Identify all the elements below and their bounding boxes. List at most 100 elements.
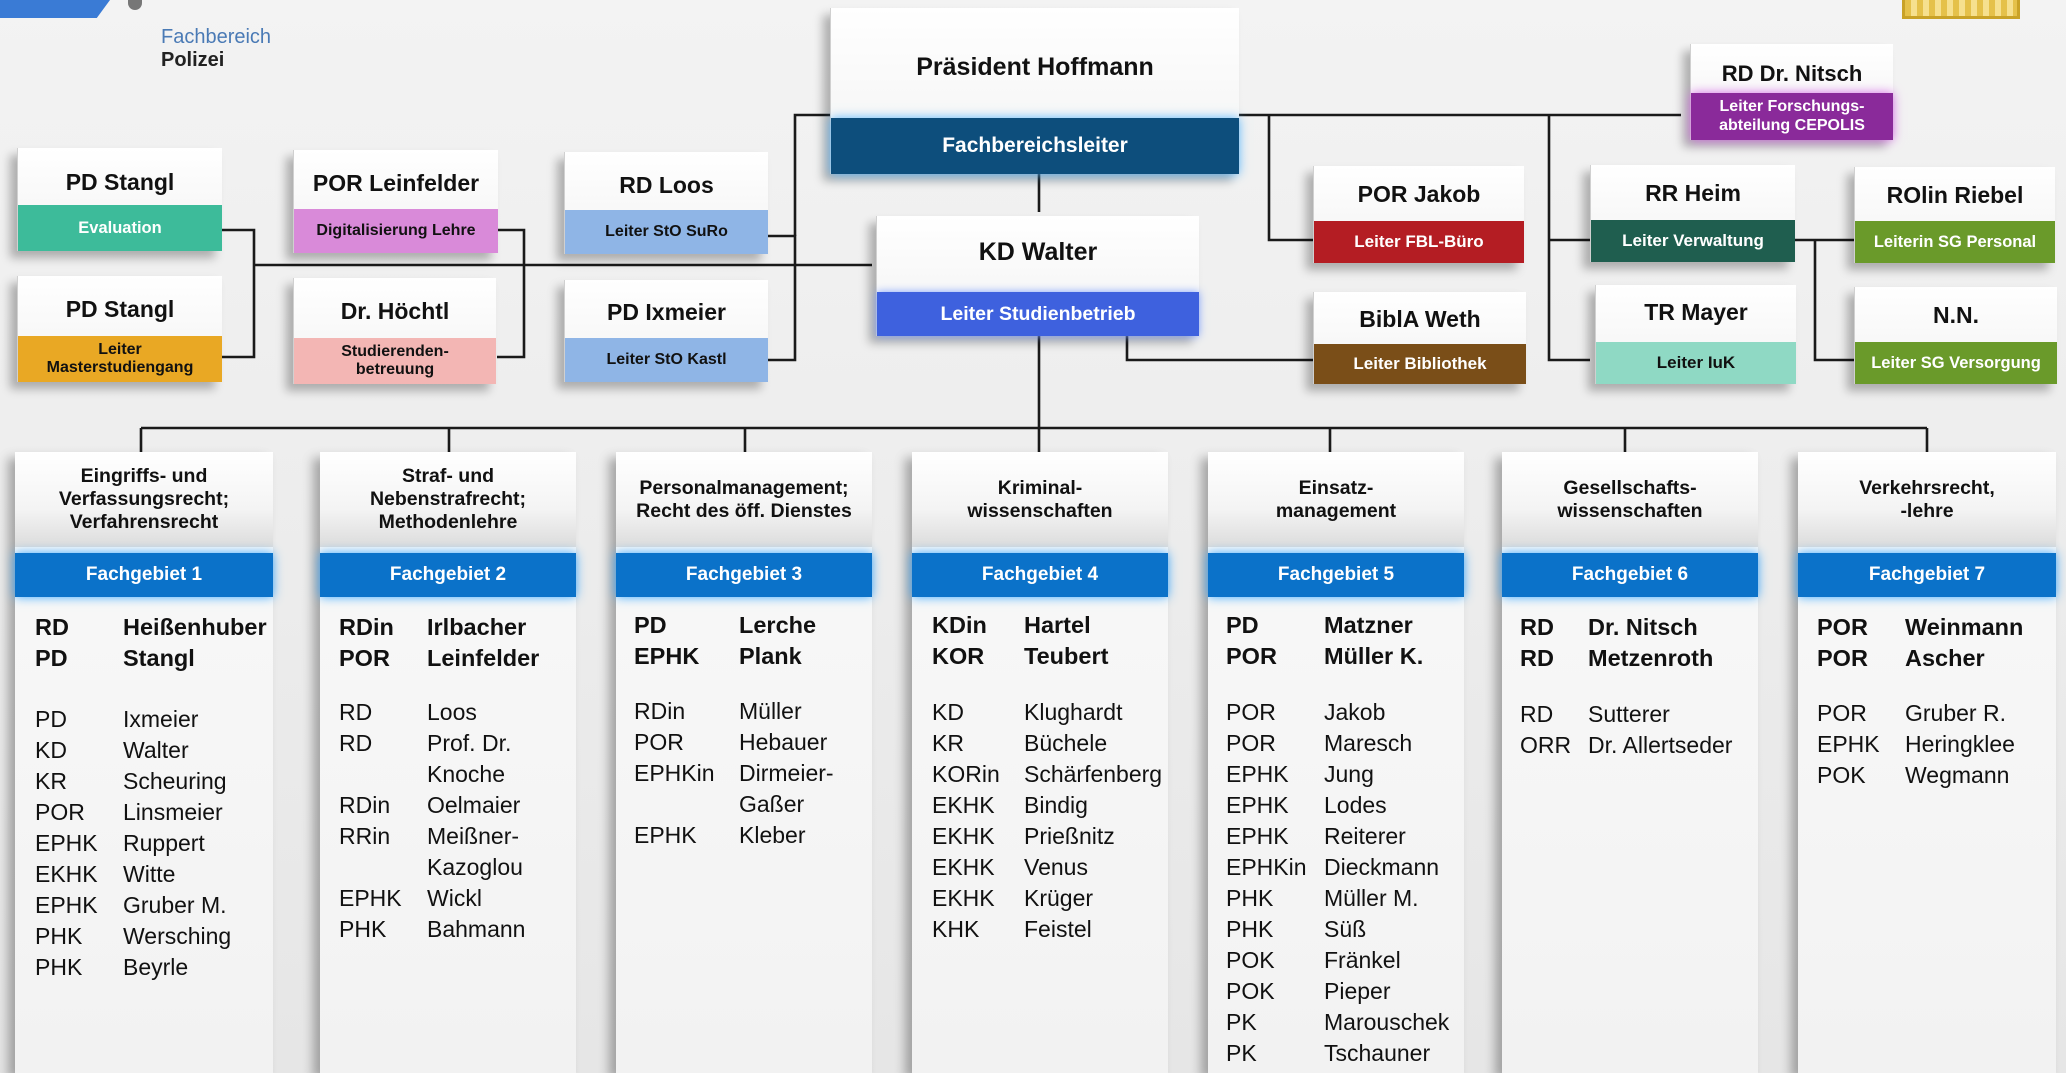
rank: EKHK xyxy=(932,854,995,880)
person-name: Lodes xyxy=(1324,792,1387,818)
person-name: Klughardt xyxy=(1024,699,1123,725)
rank: RD xyxy=(339,699,373,725)
studies-head-role-label: Leiter Studienbetrieb xyxy=(940,302,1136,325)
person-name: Witte xyxy=(123,861,176,887)
right-box-verwaltung-role-label: Leiter Verwaltung xyxy=(1622,231,1764,251)
person-name: Gruber M. xyxy=(123,892,227,918)
right-box-sg-personal-role: Leiterin SG Personal xyxy=(1855,221,2055,263)
person-name: Gruber R. xyxy=(1905,700,2006,726)
rank: KR xyxy=(35,768,67,794)
connector-left-bracket-b xyxy=(497,228,526,359)
right-box-sg-versorgung-role-label: Leiter SG Versorgung xyxy=(1871,353,2041,372)
rank: POK xyxy=(1817,762,1866,788)
fachgebiet-2-column: Straf- und Nebenstrafrecht; Methodenlehr… xyxy=(320,452,576,1073)
rank: ORR xyxy=(1520,732,1572,758)
left-box-4-role: Studierenden- betreuung xyxy=(294,338,496,384)
person-name: Tschauner xyxy=(1324,1040,1431,1066)
rank: POK xyxy=(1226,947,1275,973)
connector-sg-bracket xyxy=(1813,240,1854,362)
rank: POR xyxy=(339,645,390,671)
right-box-cepolis-role-label: Leiter Forschungs- abteilung CEPOLIS xyxy=(1719,98,1865,134)
crest-logo xyxy=(1902,0,2020,19)
rank: EKHK xyxy=(932,792,995,818)
person-name: Dirmeier- xyxy=(739,760,834,786)
right-box-sg-versorgung-role: Leiter SG Versorgung xyxy=(1855,342,2057,384)
person-name: Müller K. xyxy=(1324,643,1424,669)
rank: RRin xyxy=(339,823,391,849)
connector-to-weth xyxy=(1125,336,1313,362)
rank: RD xyxy=(35,614,69,640)
fachgebiet-4-label: Fachgebiet 4 xyxy=(912,553,1168,597)
person-name: Kleber xyxy=(739,822,806,848)
person-name: Prießnitz xyxy=(1024,823,1115,849)
fachgebiet-7-title: Verkehrsrecht, -lehre xyxy=(1798,452,2056,547)
fachgebiet-6-column: Gesellschafts- wissenschaften Fachgebiet… xyxy=(1502,452,1758,1073)
person-name: Hartel xyxy=(1024,612,1091,638)
connector-fg-drops xyxy=(139,428,1929,455)
right-box-sg-personal: ROlin Riebel Leiterin SG Personal xyxy=(1854,167,2055,263)
member-row: EPHKin Dirmeier- xyxy=(634,758,834,789)
person-name: Walter xyxy=(123,737,189,763)
rank: KHK xyxy=(932,916,980,942)
fachgebiet-4-title: Kriminal- wissenschaften xyxy=(912,452,1168,547)
left-box-1-role-label: Evaluation xyxy=(78,218,162,237)
rank: PHK xyxy=(35,923,83,949)
person-name: Krüger xyxy=(1024,885,1094,911)
rank: EKHK xyxy=(35,861,98,887)
left-box-6: PD Ixmeier Leiter StO Kastl xyxy=(564,280,768,382)
rank: POR xyxy=(1226,699,1276,725)
connector-right-vertical xyxy=(1547,115,1590,362)
rank: RD xyxy=(1520,701,1554,727)
rank xyxy=(339,852,427,883)
left-box-6-role-label: Leiter StO Kastl xyxy=(606,350,727,368)
rank: PD xyxy=(1226,612,1259,638)
fachgebiet-1-column: Eingriffs- und Verfassungsrecht; Verfahr… xyxy=(15,452,273,1073)
rank: RDin xyxy=(634,698,686,724)
person-name: Knoche xyxy=(427,761,506,787)
person-name: Oelmaier xyxy=(427,792,521,818)
fachgebiet-1-title: Eingriffs- und Verfassungsrecht; Verfahr… xyxy=(15,452,273,547)
logo-line-1: Fachbereich xyxy=(161,26,272,48)
fachgebiet-2-title: Straf- und Nebenstrafrecht; Methodenlehr… xyxy=(320,452,576,547)
person-name: Ascher xyxy=(1905,645,1985,671)
left-box-2: PD Stangl Leiter Masterstudiengang xyxy=(17,276,222,382)
connector-left-bracket-c xyxy=(767,234,797,362)
right-box-bibliothek-role: Leiter Bibliothek xyxy=(1314,344,1526,384)
rank xyxy=(634,789,739,820)
person-name: Feistel xyxy=(1024,916,1092,942)
person-name: Bahmann xyxy=(427,916,526,942)
right-box-verwaltung: RR Heim Leiter Verwaltung xyxy=(1590,165,1795,262)
right-box-fbl-buero-role: Leiter FBL-Büro xyxy=(1314,221,1524,263)
member-row: Gaßer xyxy=(634,789,834,820)
rank: EPHKin xyxy=(634,760,715,786)
person-name: Wersching xyxy=(123,923,232,949)
right-box-iuk-name: TR Mayer xyxy=(1644,299,1748,325)
connector-president-left xyxy=(793,113,830,236)
rank: KOR xyxy=(932,643,985,669)
rank: EPHK xyxy=(1226,823,1289,849)
rank: POR xyxy=(1817,645,1868,671)
rank: POR xyxy=(634,729,684,755)
person-name: Maresch xyxy=(1324,730,1413,756)
right-box-iuk-role-label: Leiter IuK xyxy=(1656,353,1736,373)
person-name: Gaßer xyxy=(739,791,805,817)
rank: PHK xyxy=(339,916,387,942)
rank: KD xyxy=(35,737,67,763)
fachgebiet-4-column: Kriminal- wissenschaften Fachgebiet 4 KD… xyxy=(912,452,1168,1073)
person-name: Heißenhuber xyxy=(123,614,267,640)
